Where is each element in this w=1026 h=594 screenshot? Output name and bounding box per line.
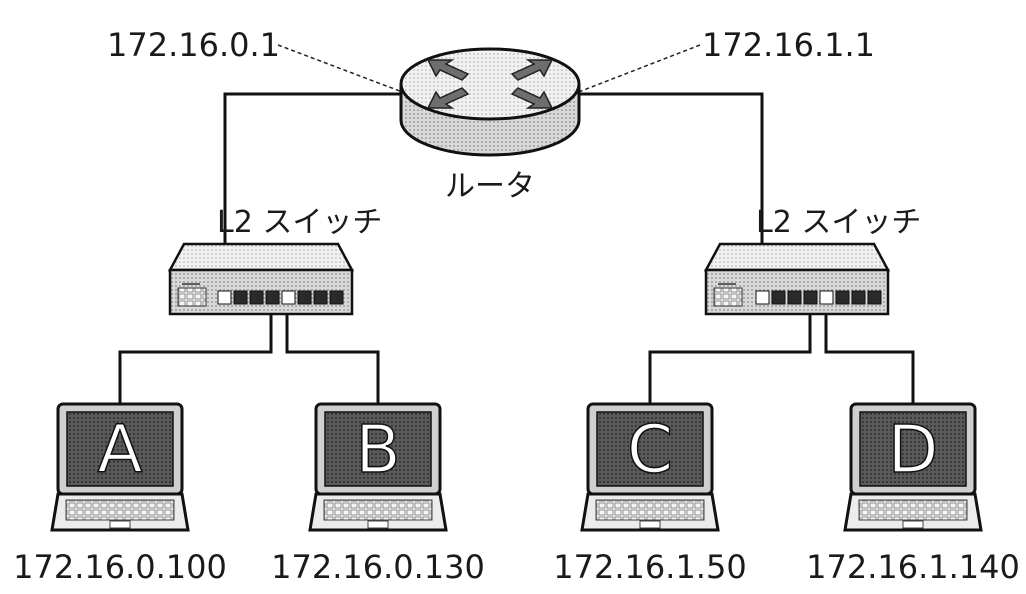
link-left-switch-host-b [285, 298, 380, 408]
router-right-ip-label: 172.16.1.1 [702, 26, 875, 64]
host-b-ip-label: 172.16.0.130 [271, 548, 485, 586]
router [399, 47, 581, 157]
connection-lines [118, 92, 915, 408]
switch-left-top [167, 242, 355, 272]
switch-left-vent [177, 287, 207, 307]
leader-right-ip [575, 44, 701, 94]
host-b-laptop-icon: B [308, 402, 448, 532]
switch-right-label: L2 スイッチ [756, 205, 921, 240]
switch-right-top [703, 242, 891, 272]
host-c-ip-label: 172.16.1.50 [553, 548, 746, 586]
router-arrows-icon [426, 59, 554, 109]
switch-right-ports [755, 290, 882, 305]
ip-leader-lines [277, 44, 701, 94]
switch-left [167, 242, 355, 316]
leader-left-ip [277, 44, 406, 94]
host-d-ip-label: 172.16.1.140 [806, 548, 1020, 586]
link-right-switch-host-c [648, 298, 812, 408]
host-a-letter: A [97, 411, 142, 488]
host-b-letter: B [355, 411, 400, 488]
link-left-switch-host-a [118, 298, 273, 408]
host-a-laptop-icon: A [50, 402, 190, 532]
host-c-laptop-icon: C [580, 402, 720, 532]
router-left-ip-label: 172.16.0.1 [107, 26, 280, 64]
link-router-right-switch [578, 92, 764, 298]
switch-right-vent [713, 287, 743, 307]
host-c-letter: C [627, 411, 673, 488]
router-label: ルータ [445, 169, 535, 204]
link-right-switch-host-d [824, 298, 915, 408]
link-router-left-switch [223, 92, 403, 298]
host-d-letter: D [888, 411, 939, 488]
host-a-ip-label: 172.16.0.100 [13, 548, 227, 586]
switch-left-label: L2 スイッチ [217, 205, 382, 240]
switch-left-ports [217, 290, 344, 305]
switch-right [703, 242, 891, 316]
host-d-laptop-icon: D [843, 402, 983, 532]
